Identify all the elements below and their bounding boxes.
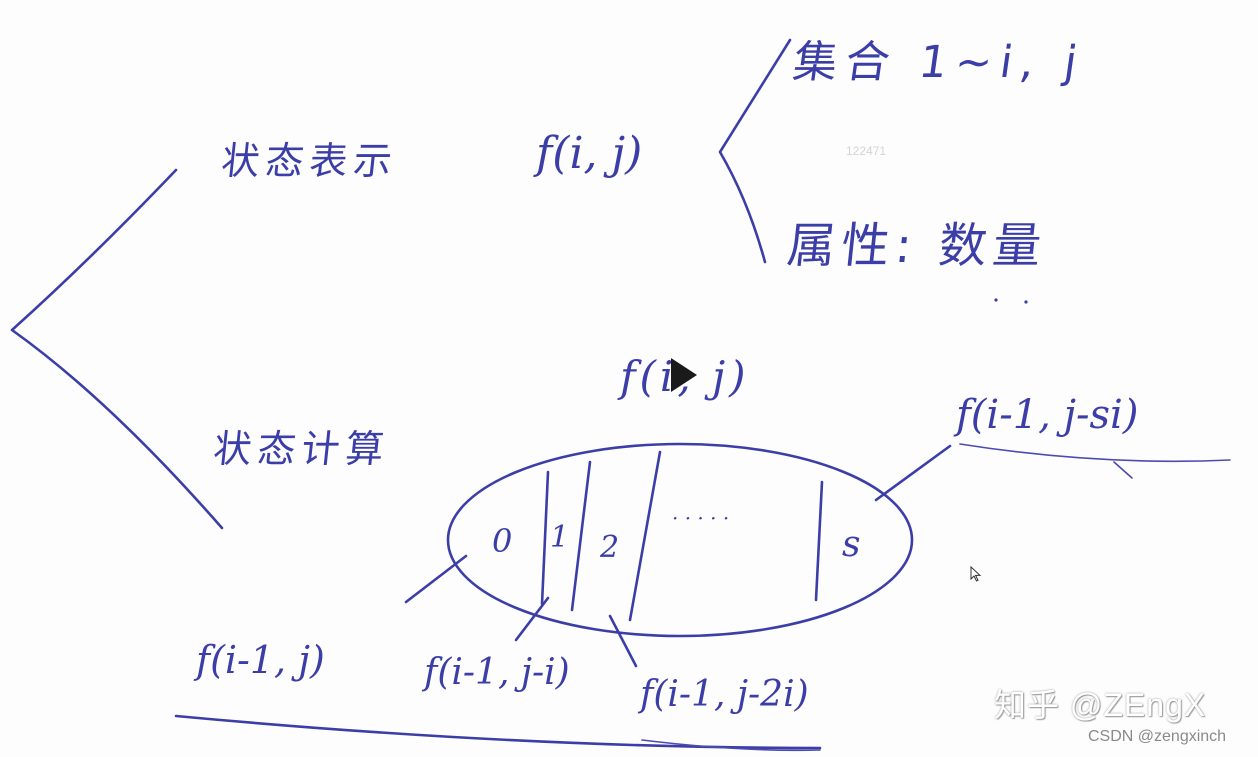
main-brace [10, 168, 224, 530]
sub-branch-attribute-label: 属性: 数量 [784, 218, 1050, 274]
bottom-term-1: f(i-1, j) [196, 638, 325, 682]
partition-divider [814, 480, 824, 602]
underline [174, 714, 822, 750]
bottom-term-2: f(i-1, j-i) [424, 652, 570, 693]
connector-line [874, 444, 952, 502]
sub-brace [718, 38, 792, 264]
partition-cell-2: 2 [600, 530, 620, 565]
partition-cell-s: s [842, 524, 861, 565]
play-icon [671, 358, 697, 392]
sub-branch-set-label: 集合 1~i, j [789, 37, 1089, 88]
partition-oval [446, 442, 914, 638]
connector-line [608, 614, 638, 668]
far-right-term-label: f(i-1, j-si) [956, 392, 1139, 438]
top-function-label: f(i, j) [536, 128, 643, 179]
mouse-pointer-icon [970, 566, 982, 582]
partition-divider [540, 470, 550, 606]
csdn-watermark: CSDN @zengxinch [1088, 728, 1227, 745]
connector-line [404, 554, 468, 604]
underline [959, 443, 1231, 463]
ink-dot [994, 298, 998, 302]
ink-dot [1024, 300, 1028, 304]
connector-line [514, 596, 550, 642]
partition-cell-1: 1 [550, 520, 570, 555]
bottom-term-3: f(i-1, j-2i) [640, 674, 809, 715]
branch-label-state-representation: 状态表示 [219, 139, 400, 183]
video-id-label: 122471 [846, 144, 887, 158]
underline [641, 739, 821, 752]
branch-label-state-computation: 状态计算 [211, 427, 392, 471]
partition-divider [628, 450, 662, 622]
partition-cell-0: 0 [492, 522, 513, 560]
play-button[interactable] [664, 356, 704, 396]
zhihu-watermark: 知乎 @ZEngX [994, 687, 1207, 723]
partition-cell-ellipsis: · · · · · [672, 506, 730, 530]
underline [1113, 461, 1133, 479]
partition-divider [570, 460, 592, 612]
